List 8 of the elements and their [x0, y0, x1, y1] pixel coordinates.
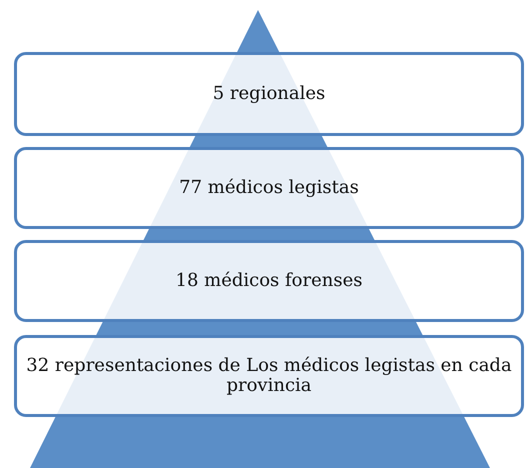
tier-label: 5 regionales	[212, 84, 326, 104]
tier-label: 18 médicos forenses	[174, 271, 364, 291]
tier-label: 77 médicos legistas	[178, 178, 360, 198]
pyramid-tier-box	[14, 52, 524, 136]
pyramid-tier-box	[14, 240, 524, 322]
pyramid-tier-box	[14, 335, 524, 417]
tier-label: 32 representaciones de Los médicos legistas en cada provincia	[25, 356, 513, 396]
pyramid-tier-box	[14, 147, 524, 229]
